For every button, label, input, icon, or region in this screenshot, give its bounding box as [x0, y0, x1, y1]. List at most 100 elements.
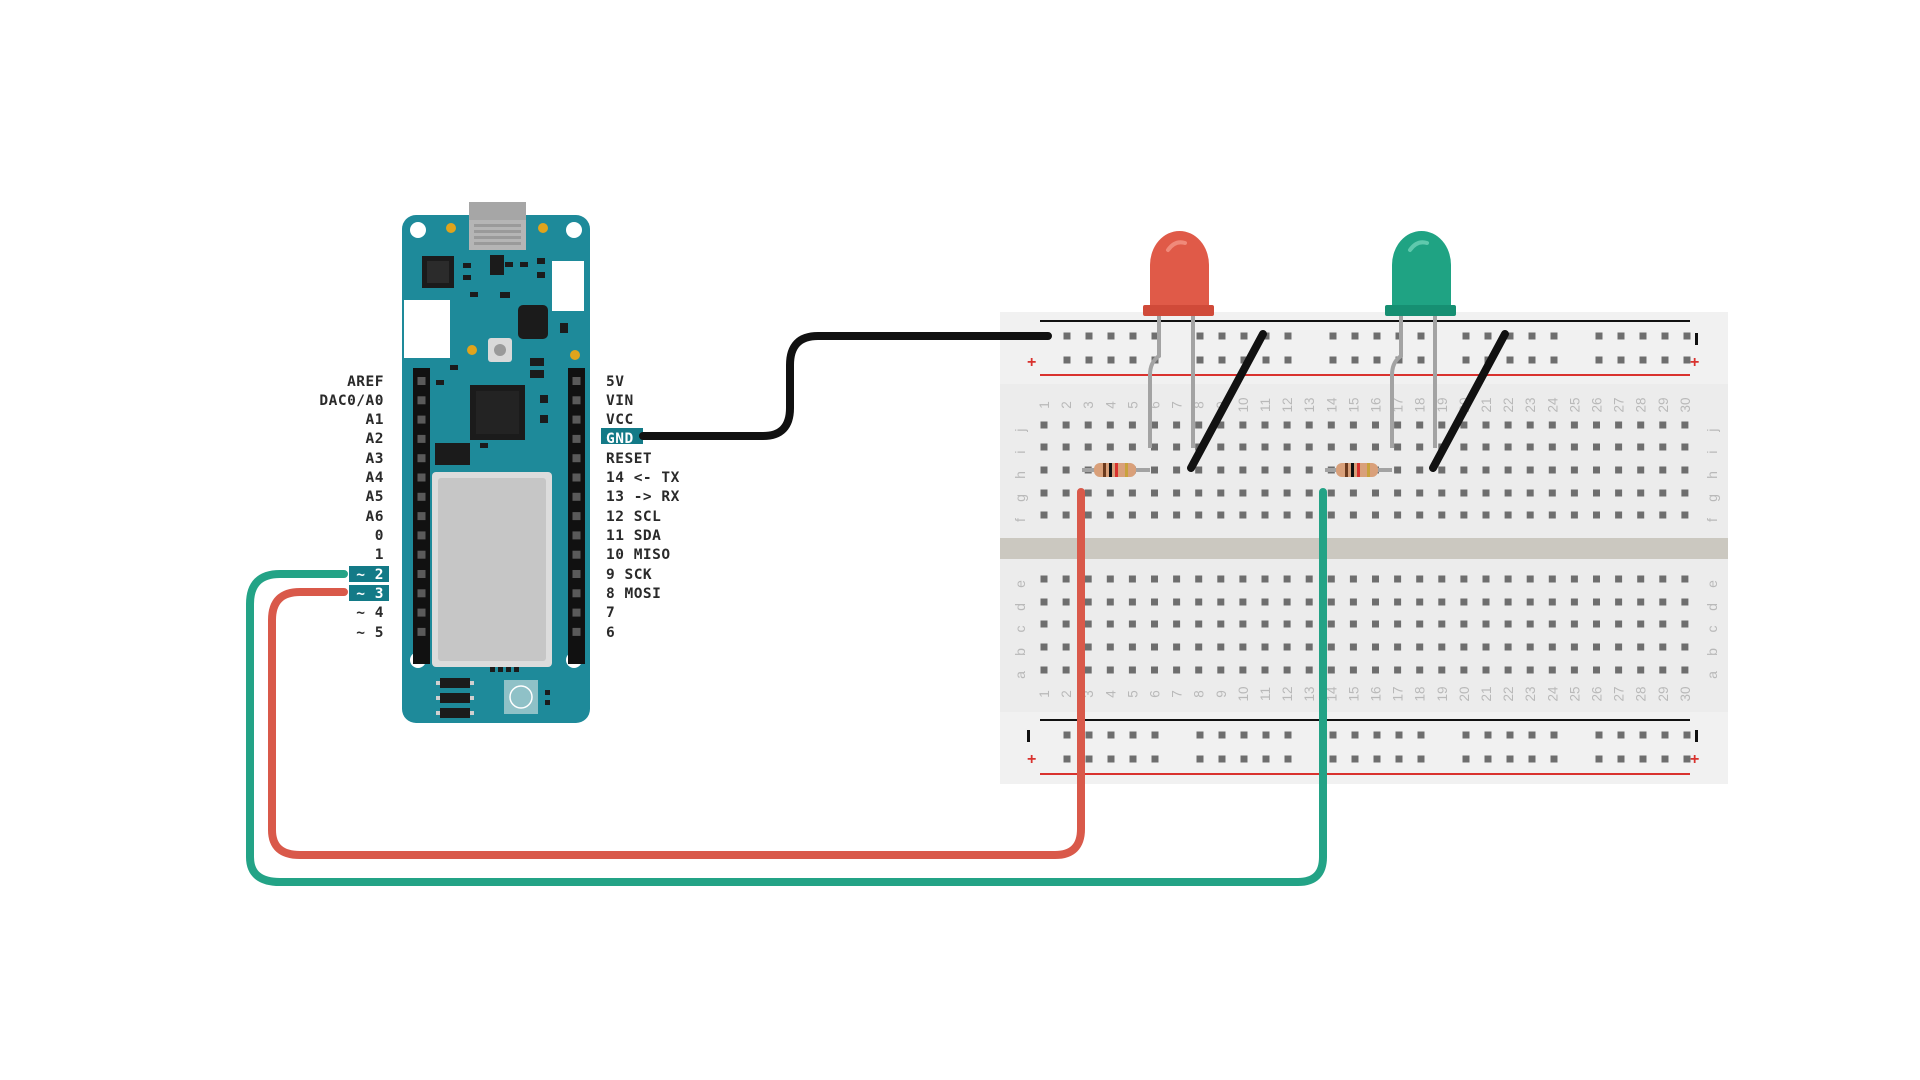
breadboard-hole — [1482, 489, 1490, 497]
breadboard-hole — [1327, 620, 1335, 628]
breadboard-holes — [1040, 332, 1691, 763]
breadboard-hole — [1460, 466, 1468, 474]
header-pin — [417, 473, 426, 482]
breadboard-hole — [1615, 598, 1623, 606]
breadboard-hole — [1681, 598, 1689, 606]
column-number: 11 — [1258, 398, 1273, 412]
column-number: 9 — [1214, 690, 1229, 698]
breadboard-hole — [1482, 598, 1490, 606]
breadboard-hole — [1240, 356, 1248, 364]
header-pin — [417, 550, 426, 559]
pin-label-a3: A3 — [366, 451, 384, 467]
breadboard-hole — [1151, 421, 1158, 429]
breadboard-hole — [1040, 598, 1048, 606]
breadboard-hole — [1548, 666, 1556, 674]
breadboard-hole — [1372, 643, 1379, 651]
column-number: 27 — [1612, 686, 1627, 701]
row-letter: g — [1012, 494, 1028, 502]
breadboard-hole — [1107, 731, 1115, 739]
header-pin — [572, 512, 581, 521]
breadboard-hole — [1504, 466, 1512, 474]
column-number: 17 — [1391, 397, 1406, 412]
breadboard-hole — [1283, 443, 1291, 451]
column-number: 19 — [1435, 397, 1450, 412]
breadboard-hole — [1129, 356, 1137, 364]
pin-label-d2: ~ 2 — [356, 567, 384, 583]
breadboard-hole — [1593, 666, 1600, 674]
bottom-rail-minus-left — [1027, 730, 1030, 742]
breadboard-hole — [1637, 511, 1645, 519]
column-number: 12 — [1280, 686, 1295, 701]
breadboard-hole — [1173, 421, 1181, 429]
breadboard: + + + + 11223344556677889910101111121213… — [1000, 312, 1728, 784]
breadboard-hole — [1239, 575, 1247, 583]
column-number: 1 — [1037, 401, 1052, 409]
breadboard-hole — [1637, 489, 1645, 497]
breadboard-hole — [1173, 466, 1181, 474]
breadboard-hole — [1659, 620, 1667, 628]
breadboard-hole — [1484, 332, 1492, 340]
breadboard-hole — [1062, 598, 1070, 606]
breadboard-hole — [1084, 511, 1092, 519]
breadboard-hole — [1373, 731, 1381, 739]
bottom-rail-plus-right: + — [1690, 751, 1699, 768]
column-number: 22 — [1501, 686, 1516, 701]
breadboard-hole — [1107, 332, 1115, 340]
header-pin — [572, 377, 581, 385]
pin-label-d14-tx: 14 <- TX — [606, 470, 680, 486]
breadboard-hole — [1284, 332, 1292, 340]
column-number: 30 — [1678, 686, 1693, 701]
breadboard-hole — [1394, 511, 1402, 519]
breadboard-hole — [1482, 620, 1490, 628]
column-number: 24 — [1545, 397, 1560, 413]
pin-label-d1: 1 — [375, 547, 384, 563]
breadboard-hole — [1504, 575, 1512, 583]
breadboard-hole — [1615, 466, 1623, 474]
breadboard-hole — [1283, 575, 1291, 583]
breadboard-hole — [1040, 666, 1048, 674]
breadboard-hole — [1615, 666, 1623, 674]
breadboard-hole — [1372, 575, 1379, 583]
breadboard-hole — [1305, 643, 1313, 651]
breadboard-hole — [1327, 598, 1335, 606]
breadboard-hole — [1239, 620, 1247, 628]
row-letter: b — [1012, 648, 1028, 656]
breadboard-hole — [1482, 511, 1490, 519]
breadboard-hole — [1482, 643, 1490, 651]
breadboard-hole — [1506, 731, 1514, 739]
breadboard-hole — [1327, 443, 1335, 451]
breadboard-hole — [1151, 575, 1158, 583]
breadboard-hole — [1305, 575, 1313, 583]
breadboard-hole — [1482, 421, 1490, 429]
breadboard-hole — [1526, 489, 1534, 497]
column-number: 3 — [1081, 690, 1096, 698]
breadboard-hole — [1570, 643, 1578, 651]
breadboard-hole — [1615, 643, 1623, 651]
breadboard-hole — [1661, 332, 1669, 340]
breadboard-hole — [1173, 666, 1181, 674]
breadboard-hole — [1217, 666, 1225, 674]
breadboard-hole — [1372, 489, 1379, 497]
breadboard-hole — [1218, 332, 1226, 340]
column-number: 7 — [1170, 690, 1185, 698]
breadboard-hole — [1195, 421, 1203, 429]
pin-label-vin: VIN — [606, 393, 634, 409]
led-red-rim — [1143, 305, 1214, 316]
breadboard-hole — [1195, 598, 1203, 606]
top-rail-plus-left: + — [1027, 354, 1036, 371]
jumper-red-led-gnd — [1187, 330, 1267, 472]
column-number: 6 — [1148, 401, 1163, 409]
breadboard-hole — [1084, 575, 1092, 583]
breadboard-hole — [1617, 332, 1625, 340]
led-red-dome — [1150, 230, 1209, 305]
breadboard-hole — [1438, 511, 1446, 519]
breadboard-hole — [1548, 466, 1556, 474]
breadboard-hole — [1416, 421, 1424, 429]
breadboard-hole — [1349, 598, 1357, 606]
breadboard-hole — [1372, 443, 1379, 451]
breadboard-hole — [1373, 755, 1381, 763]
arduino-mkr-board — [402, 202, 590, 723]
column-number: 5 — [1125, 690, 1140, 698]
breadboard-hole — [1595, 731, 1603, 739]
wire-gnd — [639, 332, 1052, 440]
